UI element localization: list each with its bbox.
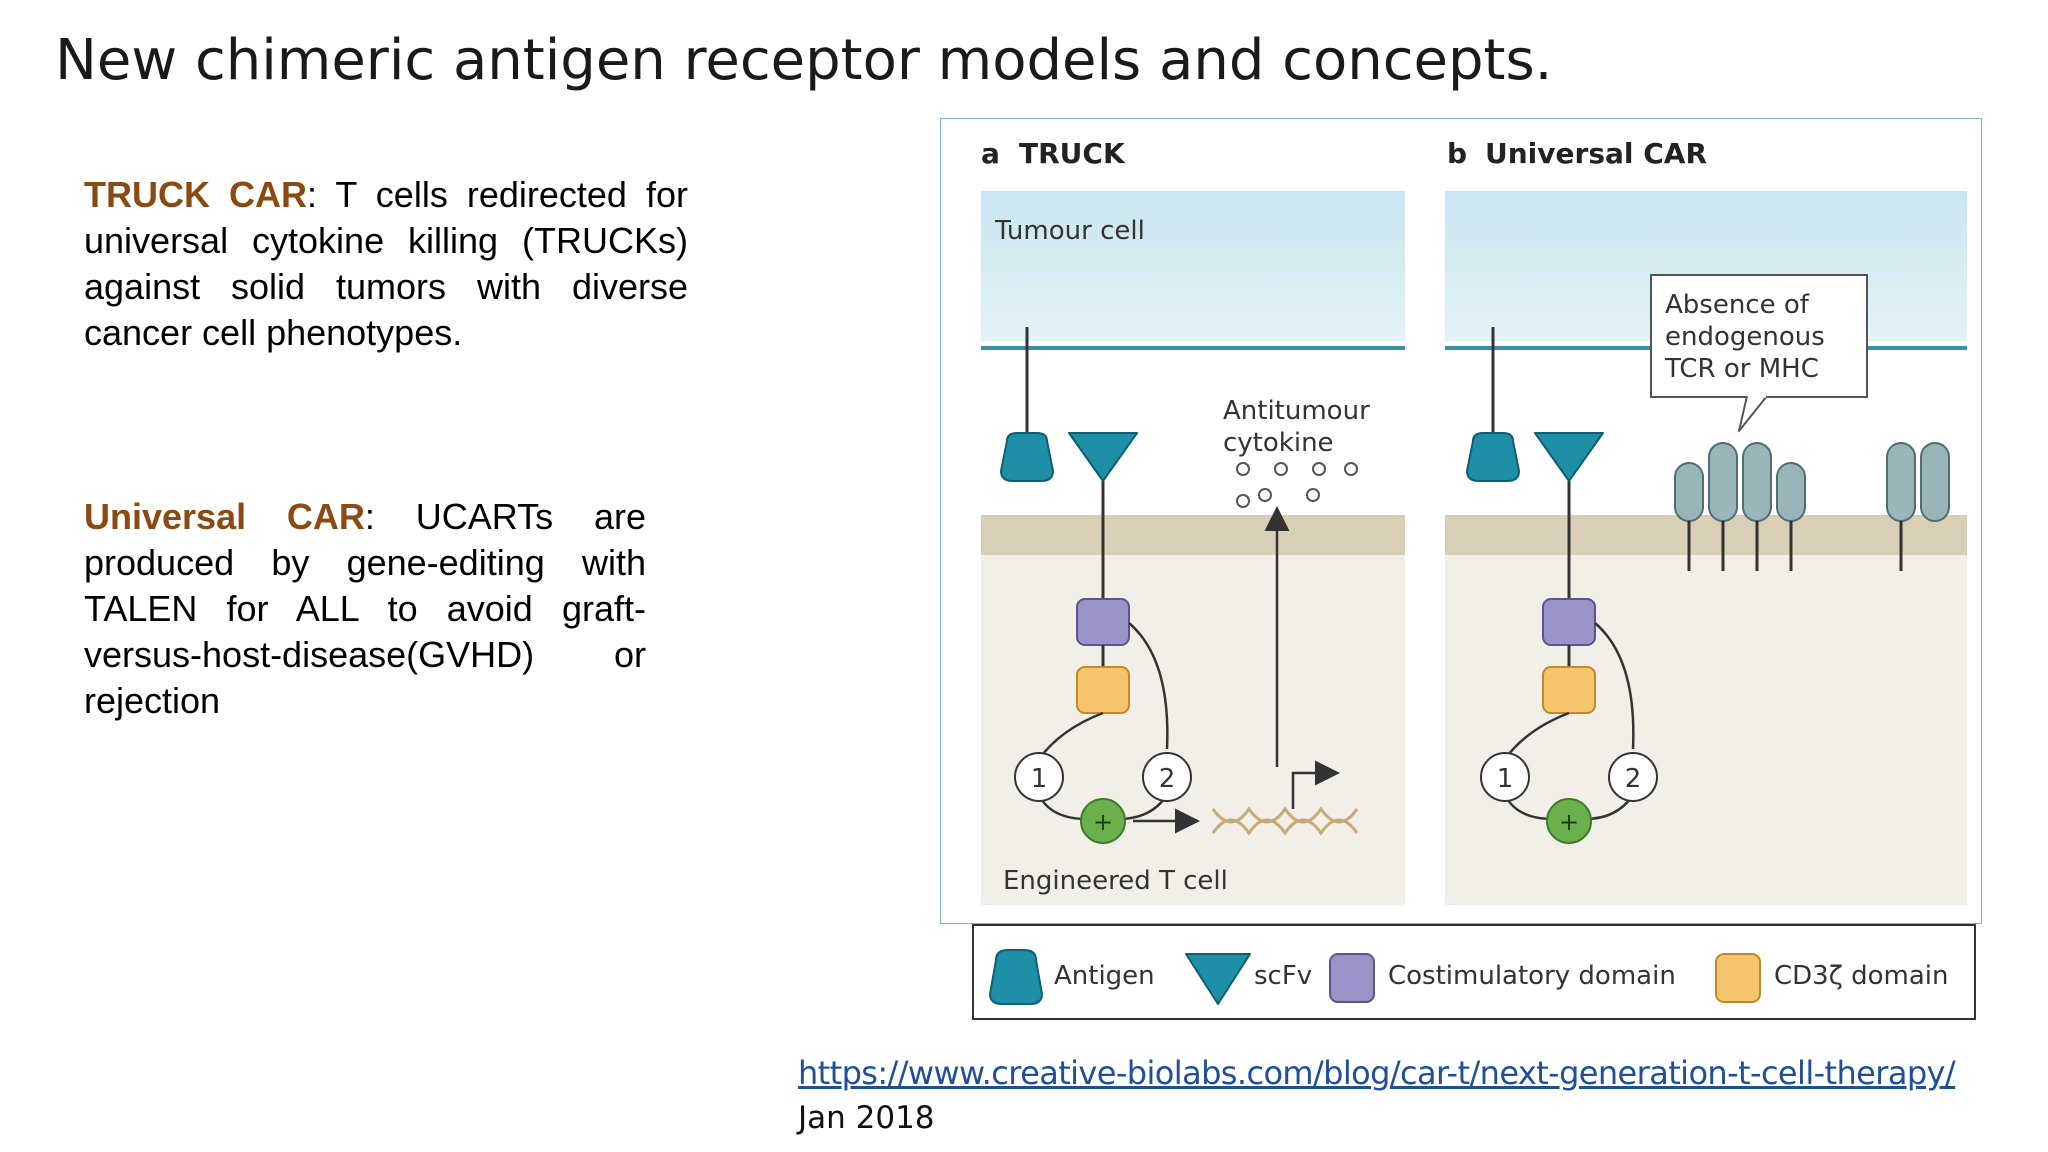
cd3z-domain — [1076, 666, 1130, 714]
panel-b-title: Universal CAR — [1485, 137, 1707, 170]
callout-line2: endogenous — [1665, 322, 1825, 352]
plus-label-b: + — [1559, 808, 1579, 836]
endogenous-receptor-icons — [1674, 442, 1950, 522]
panel-a-letter: a — [981, 137, 1000, 170]
synapse-gap — [981, 349, 1405, 509]
scfv-shape — [1068, 432, 1138, 482]
callout-box — [1650, 274, 1868, 398]
cytokine-label-line1: Antitumour — [1223, 396, 1370, 426]
universal-car-description: Universal CAR: UCARTs are produced by ge… — [84, 494, 646, 724]
signal-1-label-b: 1 — [1497, 764, 1514, 794]
legend-scfv-icon — [1185, 953, 1251, 1005]
truck-term: TRUCK CAR — [84, 174, 308, 215]
engineered-tcell-region — [981, 555, 1405, 905]
signal-2-label: 2 — [1159, 764, 1176, 794]
cd3z-domain-b — [1542, 666, 1596, 714]
universal-term: Universal CAR — [84, 496, 365, 537]
panel-a: a TRUCK Tumour cell — [981, 137, 1405, 905]
panel-a-title: TRUCK — [1019, 137, 1126, 170]
legend-cd3z-icon — [1715, 953, 1761, 1003]
callout-line1: Absence of — [1665, 290, 1810, 320]
signal-1-label: 1 — [1031, 764, 1048, 794]
source-link[interactable]: https://www.creative-biolabs.com/blog/ca… — [798, 1054, 1956, 1092]
figure-legend: Antigen scFv Costimulatory domain CD3ζ d… — [972, 924, 1976, 1020]
truck-text: : T cells redirected for universal cytok… — [84, 174, 689, 353]
engineered-tcell-region-b — [1445, 555, 1967, 905]
legend-svg: Antigen scFv Costimulatory domain CD3ζ d… — [988, 949, 1949, 1005]
legend-costim-icon — [1329, 953, 1375, 1003]
car-figure: a TRUCK Tumour cell — [940, 118, 1982, 924]
tcell-label: Engineered T cell — [1003, 866, 1228, 896]
transcription-arrow — [1291, 760, 1340, 809]
dna-helix-icon — [1211, 806, 1359, 836]
legend-scfv-label: scFv — [1254, 961, 1312, 991]
plus-node — [1080, 798, 1126, 844]
costim-domain-b — [1542, 598, 1596, 646]
cytokine-label-line2: cytokine — [1223, 428, 1334, 458]
signal-2-node-b — [1608, 752, 1658, 802]
source-date: Jan 2018 — [798, 1100, 935, 1136]
legend-costim-label: Costimulatory domain — [1388, 961, 1676, 991]
tumour-cell-label: Tumour cell — [994, 216, 1145, 246]
signal-1-node-b — [1480, 752, 1530, 802]
signal-1-node — [1014, 752, 1064, 802]
panel-b-letter: b — [1447, 137, 1467, 170]
scfv-shape-b — [1534, 432, 1604, 482]
car-diagram: a TRUCK Tumour cell — [981, 137, 1967, 905]
signal-2-label-b: 2 — [1625, 764, 1642, 794]
tcell-membrane — [981, 515, 1405, 555]
antigen-shape — [999, 432, 1055, 482]
costim-domain — [1076, 598, 1130, 646]
signal-2-node — [1142, 752, 1192, 802]
tumour-cell-region — [981, 191, 1405, 341]
cytokine-dots — [1236, 462, 1358, 508]
callout-line3: TCR or MHC — [1664, 354, 1819, 384]
panel-b: b Universal CAR 1 2 + — [1445, 137, 1967, 905]
slide-title: New chimeric antigen receptor models and… — [55, 28, 1553, 93]
legend-antigen-label: Antigen — [1054, 961, 1155, 991]
legend-cd3z-label: CD3ζ domain — [1774, 961, 1949, 991]
universal-text: : UCARTs are produced by gene-editing wi… — [84, 496, 646, 721]
antigen-shape-b — [1465, 432, 1521, 482]
tcell-membrane-b — [1445, 515, 1967, 555]
plus-node-b — [1546, 798, 1592, 844]
truck-description: TRUCK CAR: T cells redirected for univer… — [84, 172, 688, 356]
legend-antigen-icon — [988, 949, 1044, 1005]
plus-label: + — [1093, 808, 1113, 836]
